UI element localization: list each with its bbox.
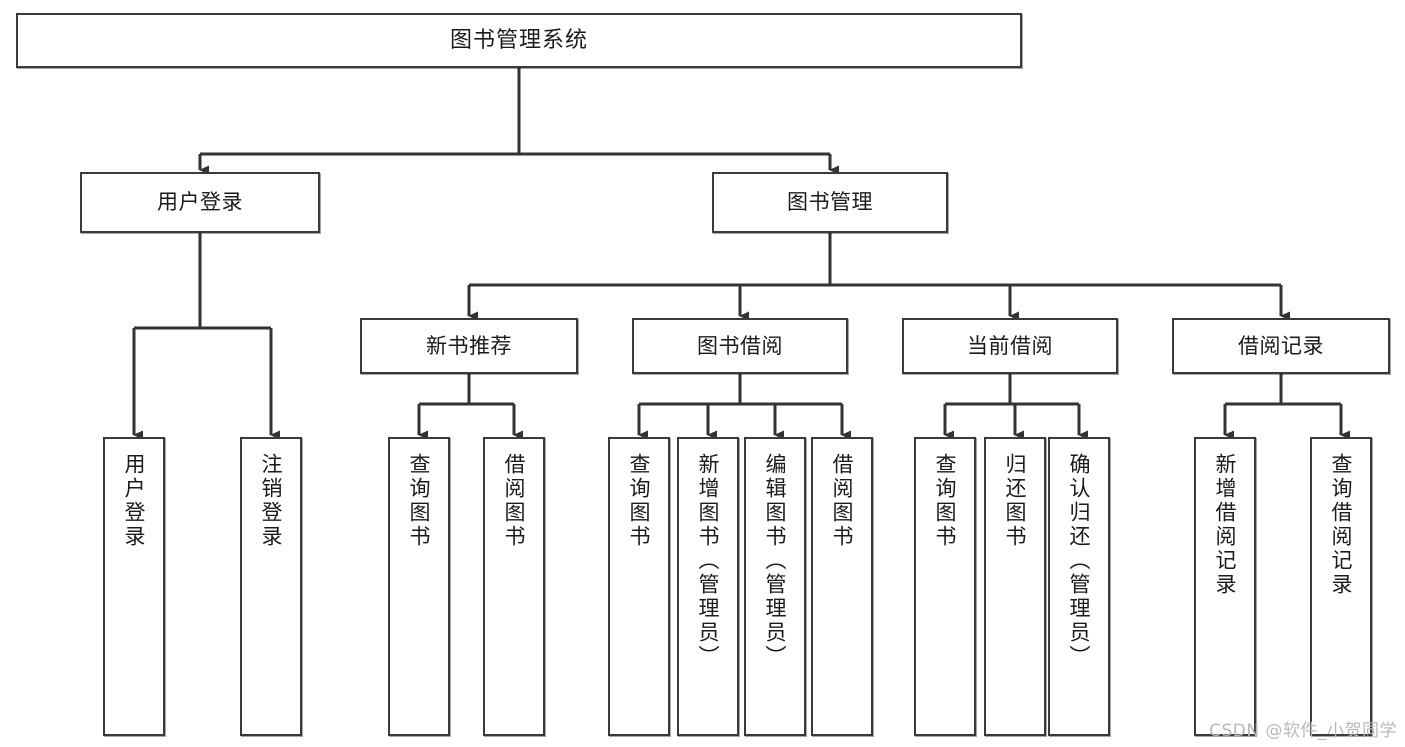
- node-label: 借阅图书: [502, 453, 527, 549]
- node-label: 图书管理: [787, 190, 873, 215]
- node-label: 查询图书: [407, 453, 432, 549]
- node-leaf-edit-book-admin[interactable]: 编辑图书（管理员）: [744, 437, 806, 736]
- node-leaf-logout[interactable]: 注销登录: [240, 437, 302, 736]
- node-borrow-record[interactable]: 借阅记录: [1172, 318, 1390, 374]
- node-label: 编辑图书（管理员）: [763, 453, 788, 669]
- node-label: 确认归还（管理员）: [1067, 453, 1092, 669]
- node-label: 注销登录: [259, 453, 284, 549]
- node-leaf-add-borrow-record[interactable]: 新增借阅记录: [1194, 437, 1256, 736]
- node-leaf-confirm-return-admin[interactable]: 确认归还（管理员）: [1048, 437, 1110, 736]
- node-new-book-recommend[interactable]: 新书推荐: [360, 318, 578, 374]
- node-label: 新书推荐: [426, 333, 512, 358]
- node-label: 归还图书: [1003, 453, 1028, 549]
- node-label: 借阅图书: [830, 453, 855, 549]
- node-leaf-query-book-recommend[interactable]: 查询图书: [388, 437, 450, 736]
- node-label: 用户登录: [122, 453, 147, 549]
- node-label: 借阅记录: [1238, 333, 1324, 358]
- node-leaf-query-book-current[interactable]: 查询图书: [914, 437, 976, 736]
- node-user-login[interactable]: 用户登录: [80, 172, 320, 233]
- node-label: 查询借阅记录: [1329, 453, 1354, 597]
- node-label: 当前借阅: [967, 333, 1053, 358]
- node-leaf-user-login[interactable]: 用户登录: [103, 437, 165, 736]
- node-leaf-add-book-admin[interactable]: 新增图书（管理员）: [677, 437, 739, 736]
- node-book-borrow[interactable]: 图书借阅: [632, 318, 848, 374]
- node-label: 图书管理系统: [449, 27, 588, 53]
- node-leaf-query-book-borrow[interactable]: 查询图书: [608, 437, 670, 736]
- node-current-borrow[interactable]: 当前借阅: [902, 318, 1118, 374]
- node-leaf-borrow-book[interactable]: 借阅图书: [811, 437, 873, 736]
- node-leaf-borrow-book-recommend[interactable]: 借阅图书: [483, 437, 545, 736]
- node-book-management[interactable]: 图书管理: [712, 172, 948, 233]
- watermark-text: CSDN @软件_小贺同学: [1209, 721, 1397, 741]
- node-label: 新增借阅记录: [1213, 453, 1238, 597]
- node-label: 查询图书: [627, 453, 652, 549]
- node-label: 图书借阅: [697, 333, 783, 358]
- node-leaf-query-borrow-record[interactable]: 查询借阅记录: [1310, 437, 1372, 736]
- node-label: 查询图书: [933, 453, 958, 549]
- node-leaf-return-book[interactable]: 归还图书: [984, 437, 1046, 736]
- node-label: 用户登录: [157, 190, 243, 215]
- node-label: 新增图书（管理员）: [696, 453, 721, 669]
- node-root[interactable]: 图书管理系统: [16, 13, 1022, 68]
